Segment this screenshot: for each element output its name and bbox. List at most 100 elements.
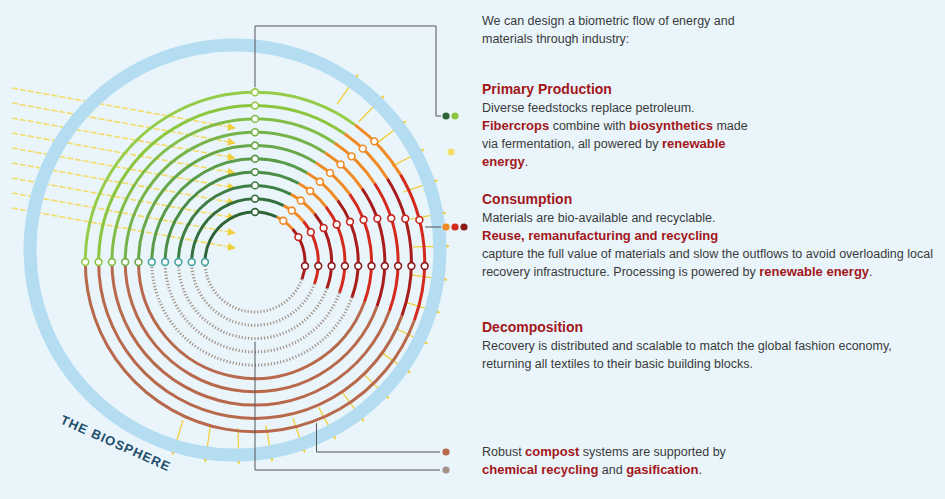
flow-node: [252, 142, 259, 149]
flow-node: [252, 89, 259, 96]
flow-arc: [338, 200, 358, 297]
leader-line: [425, 227, 441, 228]
flow-arc: [85, 262, 414, 432]
flow-node: [295, 234, 302, 241]
energy-arrow: [12, 103, 235, 143]
flow-arc: [277, 217, 293, 229]
flow-arc: [125, 132, 325, 262]
flow-node: [342, 263, 349, 270]
keyword: compost: [525, 444, 579, 459]
flow-node: [288, 207, 295, 214]
section-dot: [451, 112, 458, 119]
flow-arc: [335, 143, 375, 183]
flow-node: [252, 209, 259, 216]
leader-lines: [255, 26, 441, 470]
flow-node: [307, 188, 314, 195]
leader-line: [255, 342, 440, 470]
energy-arrow: [12, 118, 235, 158]
flow-node: [395, 263, 402, 270]
flow-node: [333, 221, 340, 228]
flow-arc: [355, 125, 401, 175]
flow-node: [402, 215, 409, 222]
flow-arc: [315, 214, 332, 288]
flow-node: [148, 259, 155, 266]
flow-arc: [178, 262, 327, 339]
body-text: .: [525, 155, 528, 169]
section-dot: [451, 223, 458, 230]
flow-node: [175, 259, 182, 266]
flow-arc: [387, 179, 411, 316]
flow-node: [381, 263, 388, 270]
flow-node: [252, 129, 259, 136]
section-dot: [442, 223, 449, 230]
section-heading: Decomposition: [482, 319, 583, 335]
flow-node: [280, 217, 287, 224]
flow-node: [347, 218, 354, 225]
flow-node: [327, 169, 334, 176]
flow-node: [109, 259, 116, 266]
section-dot: [460, 223, 467, 230]
keyword: Reuse, remanufacturing and recycling: [482, 228, 718, 243]
keyword: chemical recycling: [482, 462, 598, 477]
body-text: .: [869, 265, 872, 279]
flow-node: [320, 225, 327, 232]
biosphere-ring: [30, 45, 440, 455]
flow-node: [122, 259, 129, 266]
flow-node: [315, 263, 322, 270]
text-block: Fibercrops combine with biosynthetics ma…: [482, 117, 752, 171]
flow-node: [252, 155, 259, 162]
flow-node: [162, 259, 169, 266]
body-text: Diverse feedstocks replace petroleum.: [482, 101, 695, 115]
flow-node: [408, 263, 415, 270]
flow-arc: [400, 175, 424, 321]
flow-arc: [350, 194, 372, 302]
flow-node: [348, 153, 355, 160]
flow-arc: [375, 183, 398, 311]
flow-node: [302, 263, 309, 270]
flow-node: [416, 216, 423, 223]
body-text: We can design a biometric flow of energy…: [482, 14, 735, 46]
flow-node: [371, 138, 378, 145]
flow-node: [135, 259, 142, 266]
flow-node: [328, 263, 335, 270]
flow-node: [374, 215, 381, 222]
body-text: and: [602, 463, 623, 477]
section-dot: [442, 466, 449, 473]
flow-node: [252, 116, 259, 123]
flow-node: [252, 169, 259, 176]
flow-node: [368, 263, 375, 270]
flow-arc: [192, 262, 315, 325]
flow-node: [188, 259, 195, 266]
flow-arc: [293, 229, 305, 279]
flow-node: [82, 259, 89, 266]
section-heading: Consumption: [482, 191, 572, 207]
flow-node: [307, 229, 314, 236]
text-block: Materials are bio-available and recyclab…: [482, 209, 932, 227]
flow-node: [316, 178, 323, 185]
section-dot: [442, 112, 449, 119]
leader-line: [255, 26, 441, 116]
section-dots: [442, 112, 467, 473]
flow-node: [95, 259, 102, 266]
keyword: Fibercrops: [482, 118, 549, 133]
section-heading: Primary Production: [482, 81, 612, 97]
flow-node: [355, 263, 362, 270]
body-text: .: [698, 463, 701, 477]
flow-arc: [152, 262, 352, 365]
flow-arc: [112, 119, 335, 262]
text-block: Recovery is distributed and scalable to …: [482, 337, 937, 373]
flow-arc: [303, 221, 318, 284]
keyword: renewable energy: [759, 264, 869, 279]
flow-node: [421, 263, 428, 270]
body-text: Recovery is distributed and scalable to …: [482, 339, 892, 371]
text-block: Primary Production: [482, 80, 922, 98]
text-block: Consumption: [482, 190, 922, 208]
text-block: THE BIOSPHERE: [55, 410, 177, 477]
text-block: capture the full value of materials and …: [482, 245, 937, 281]
flow-arc: [325, 153, 362, 189]
flow-arc: [112, 262, 390, 405]
text-block: Decomposition: [482, 318, 922, 336]
flow-arc: [99, 106, 345, 262]
flow-node: [252, 195, 259, 202]
keyword: biosynthetics: [629, 118, 713, 133]
